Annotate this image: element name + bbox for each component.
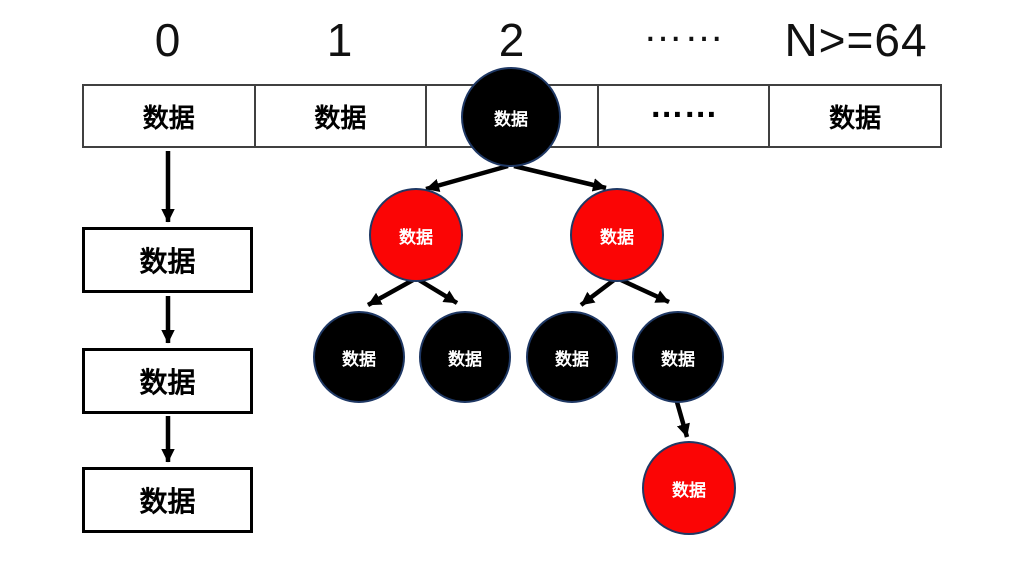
list-box-1: 数据 [82, 227, 253, 293]
arrow-leaf-4-to-bottom-node [674, 401, 690, 438]
bucket-cell-ellipsis: …… [649, 86, 718, 125]
bucket-cell-text: 数据 [142, 102, 195, 133]
bucket-cell-text: 数据 [314, 102, 367, 133]
list-box-text: 数据 [139, 486, 196, 517]
tree-node-red-bottom: 数据 [642, 441, 736, 535]
index-label-n: N>=64 [784, 14, 928, 66]
tree-leaf-1: 数据 [313, 311, 405, 403]
list-box-2: 数据 [82, 348, 253, 414]
tree-leaf-3: 数据 [526, 311, 618, 403]
bucket-cell-2 [427, 86, 599, 146]
list-box-text: 数据 [139, 246, 196, 277]
arrow-root-to-right-child [513, 163, 607, 192]
arrow-left-child-to-leaf-1 [366, 278, 415, 307]
index-label-0: 0 [154, 14, 182, 66]
arrow-right-child-to-leaf-3 [579, 278, 616, 307]
arrow-right-child-to-leaf-4 [620, 277, 670, 305]
tree-leaf-4: 数据 [632, 311, 724, 403]
index-label-2: 2 [498, 14, 526, 66]
tree-leaf-2: 数据 [419, 311, 511, 403]
arrow-left-child-to-leaf-2 [417, 278, 459, 305]
list-box-3: 数据 [82, 467, 253, 533]
bucket-cell-4: 数据 [770, 86, 940, 146]
bucket-cell-1: 数据 [256, 86, 428, 146]
tree-node-red-left: 数据 [369, 188, 463, 282]
index-label-1: 1 [326, 14, 354, 66]
bucket-cell-text: 数据 [829, 102, 882, 133]
bucket-cell-3: …… [599, 86, 771, 146]
list-box-text: 数据 [139, 367, 196, 398]
tree-node-red-right: 数据 [570, 188, 664, 282]
bucket-cell-0: 数据 [84, 86, 256, 146]
index-label-ellipsis: …… [643, 5, 725, 50]
tree-root-node: 数据 [461, 67, 561, 167]
arrow-root-to-left-child [425, 163, 509, 192]
